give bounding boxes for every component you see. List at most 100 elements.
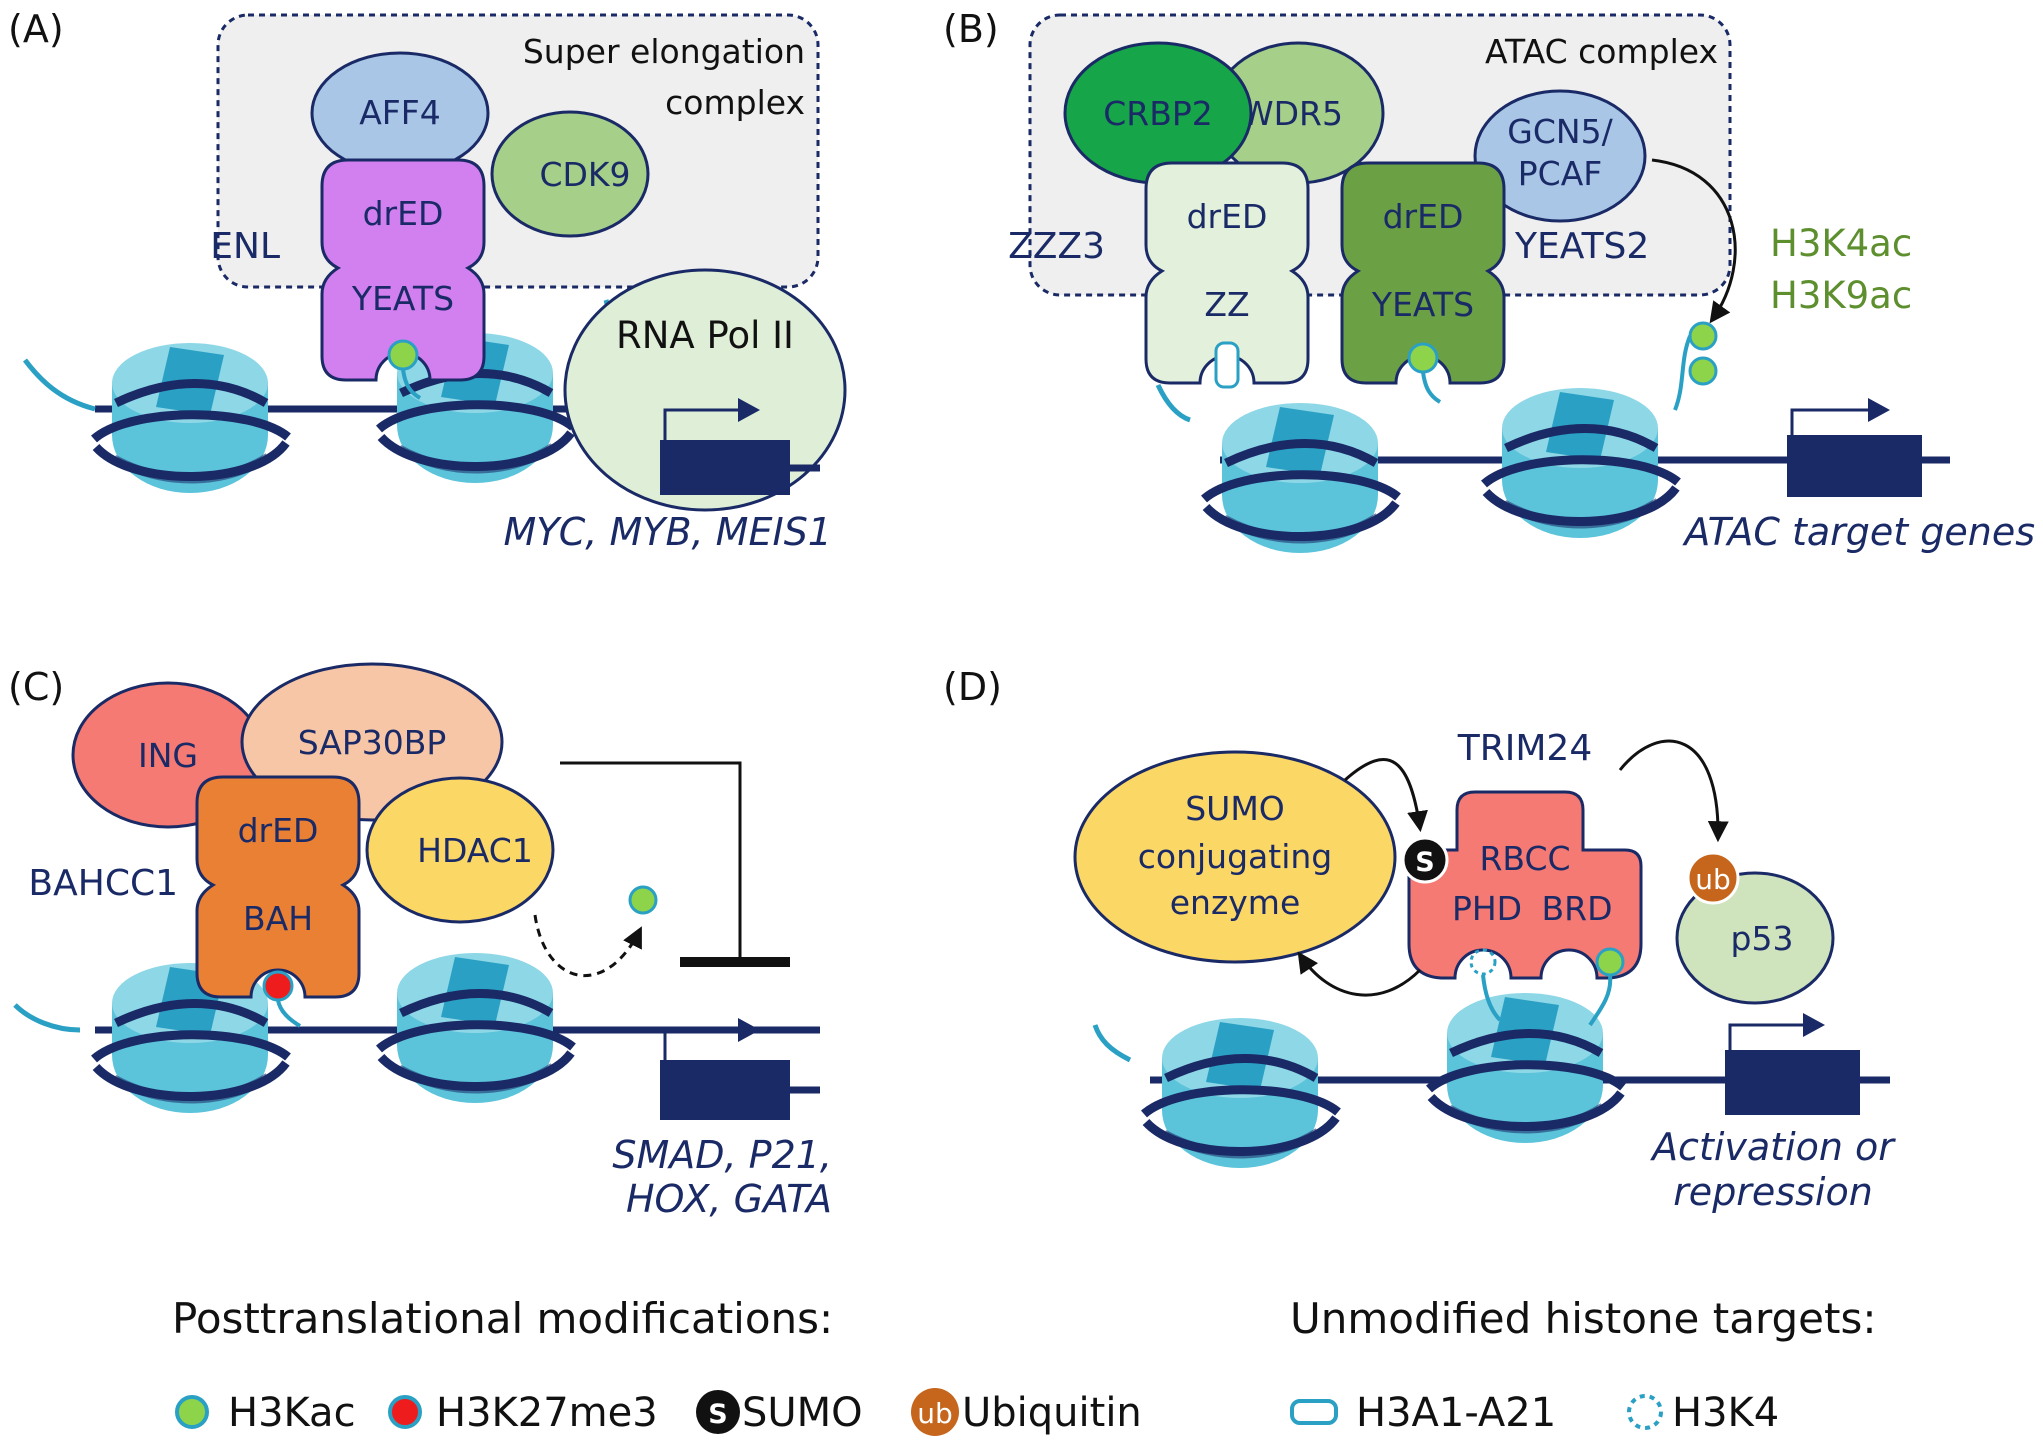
p53 [1675, 871, 1835, 1005]
h3a1-legend-icon [1290, 1399, 1338, 1425]
h3a1-a21-target [1214, 341, 1240, 389]
h3kac-legend-label: H3Kac [228, 1390, 356, 1436]
nucleosome-1 [1144, 1018, 1338, 1168]
atac-title: ATAC complex [1485, 32, 1718, 71]
sap30bp-label: SAP30BP [298, 723, 447, 762]
repression-line [560, 761, 742, 960]
h3k4-target [1469, 948, 1497, 976]
h3k27me3-mark [262, 970, 294, 1002]
h3-tail [1673, 335, 1692, 411]
hdac1 [365, 776, 555, 924]
h3k27me3-legend-icon [388, 1395, 422, 1429]
ubiquitin-legend-label: Ubiquitin [962, 1390, 1142, 1436]
panel-b-genes: ATAC target genes [1681, 510, 2035, 554]
dna-tail [23, 358, 96, 412]
nucleosome-2 [1484, 388, 1678, 538]
h3k4ac-label: H3K4ac [1770, 222, 1912, 265]
h3-tail [1588, 975, 1613, 1027]
sumo-conjugating-enzyme [1073, 750, 1397, 964]
h3a1-legend-label: H3A1-A21 [1356, 1390, 1556, 1436]
tss-arrowhead [738, 1018, 760, 1042]
tss-arrowhead [1868, 398, 1890, 422]
cdk9-label: CDK9 [539, 155, 630, 194]
ubiquitination-arrow [1618, 739, 1729, 843]
enzyme-recruitment-arrow [1297, 951, 1422, 997]
nucleosome-2 [379, 953, 573, 1103]
panel-d-genes-line1: Activation or [1649, 1125, 1896, 1169]
gcn5-label-line1: GCN5/ [1507, 112, 1613, 151]
unmodified-legend-title: Unmodified histone targets: [1290, 1294, 1876, 1343]
sumoylation-arrow [1344, 758, 1428, 833]
sec-title-line1: Super elongation [523, 32, 805, 71]
rna-pol-ii-label: RNA Pol II [616, 314, 794, 357]
gene-box [1725, 1050, 1860, 1115]
ubiquitin-legend-badge: ub [917, 1397, 953, 1430]
removed-h3kac-mark [628, 885, 658, 915]
p53-label: p53 [1731, 919, 1794, 958]
tss-arrowhead [738, 398, 760, 422]
histone-tail [13, 1003, 81, 1033]
h3k4-legend-icon [1627, 1394, 1663, 1430]
h3-tail [276, 999, 302, 1028]
sumo-enzyme-line3: enzyme [1170, 883, 1301, 922]
h3k4-legend-label: H3K4 [1672, 1390, 1779, 1436]
tss-arrowhead [1803, 1013, 1825, 1037]
panel-c-genes-line1: SMAD, P21, [612, 1133, 832, 1177]
panel-a-label: (A) [8, 7, 64, 51]
gene-box [660, 1060, 790, 1120]
histone-tail [1155, 383, 1191, 423]
zz-label: ZZ [1204, 285, 1249, 324]
rbcc-label: RBCC [1479, 839, 1570, 878]
bah-label: BAH [243, 899, 313, 938]
sumo-legend-label: SUMO [742, 1390, 863, 1436]
tss-arrow [1790, 408, 1870, 435]
zzz3-dred-label: drED [1187, 197, 1268, 236]
yeats2-label: YEATS2 [1514, 226, 1649, 267]
bahcc1-label: BAHCC1 [28, 863, 178, 904]
panel-c: (C) SMAD, P21, HOX, GATA ING SAP30BP HDA… [8, 662, 832, 1221]
gcn5-pcaf [1473, 89, 1647, 223]
panel-a: (A) Super elongation complex RNA Pol II … [8, 7, 847, 554]
sec-title-line2: complex [665, 83, 805, 122]
sumo-enzyme-line1: SUMO [1185, 789, 1285, 828]
tss-arrow [663, 408, 740, 440]
nucleosome-1 [94, 963, 288, 1113]
h3k4ac-mark [1688, 321, 1718, 351]
panel-c-label: (C) [8, 665, 64, 709]
h3k9ac-mark [1688, 356, 1718, 386]
wdr5-label: WDR5 [1241, 94, 1343, 133]
enl-label: ENL [210, 226, 280, 267]
h3-tail [401, 368, 422, 400]
deacetylation-arrow [533, 914, 642, 978]
h3-tail [1421, 371, 1442, 404]
nucleosome-1 [1204, 403, 1398, 553]
panel-b: (B) ATAC complex ATAC target genes WDR5 … [943, 7, 2035, 554]
ing-label: ING [138, 736, 198, 775]
gene-box [1787, 435, 1922, 497]
sumo-legend-icon [696, 1390, 740, 1434]
h3kac-legend-icon [175, 1395, 209, 1429]
tss-arrow [1728, 1023, 1805, 1050]
yeats2-yeats-label: YEATS [1371, 285, 1474, 324]
histone-tail [1092, 1024, 1132, 1063]
zzz3-label: ZZZ3 [1008, 226, 1105, 267]
bahcc1-dred-label: drED [238, 811, 319, 850]
h3k9ac-label: H3K9ac [1770, 274, 1912, 317]
panel-b-label: (B) [943, 7, 999, 51]
h3-tail [1481, 974, 1502, 1022]
acetylation-arrow [1651, 158, 1737, 324]
sumo-legend-badge: S [708, 1399, 727, 1430]
legend: Posttranslational modifications: H3Kac H… [172, 1294, 1876, 1436]
h3kac-mark [1407, 342, 1439, 374]
tss-arrow [663, 1028, 740, 1060]
ubiquitin-badge [1686, 851, 1740, 905]
aff4-label: AFF4 [359, 93, 441, 132]
gene-box [660, 440, 790, 495]
panel-d: (D) Activation or repression SUMO conjug… [943, 665, 1896, 1214]
enl-yeats-label: YEATS [351, 279, 454, 318]
bahcc1-protein [195, 775, 361, 999]
nucleosome-2 [1429, 993, 1623, 1143]
brd-label: BRD [1542, 889, 1613, 928]
h3kac-mark [387, 339, 419, 371]
